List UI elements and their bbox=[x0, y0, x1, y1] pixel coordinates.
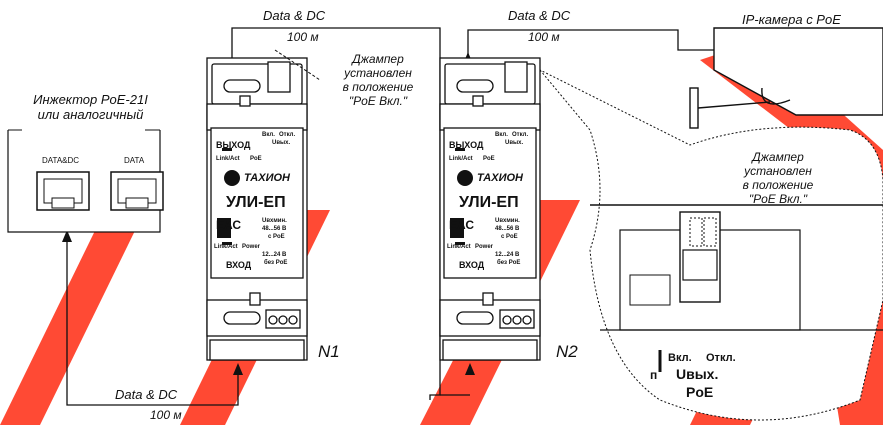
jumper-note-line1: Джампер bbox=[352, 52, 404, 66]
brand-label: ТАХИОН bbox=[477, 172, 523, 184]
poe-label: PoE bbox=[250, 156, 262, 162]
link-top2-label: Data & DC bbox=[508, 8, 571, 23]
jumper-note-line4: "PoE Вкл." bbox=[348, 94, 408, 108]
zoom-callout bbox=[539, 69, 883, 421]
v2-label: 12...24 В bbox=[262, 252, 287, 258]
injector-box bbox=[7, 129, 164, 233]
unit-n2-label: N2 bbox=[556, 342, 578, 361]
linkact-label: Link/Act bbox=[216, 156, 240, 162]
injector-port-datadc-label: DATA&DC bbox=[42, 156, 80, 165]
uout-label: Uвых. bbox=[272, 140, 291, 146]
camera-label: IP-камера с PoE bbox=[742, 12, 841, 27]
out-label: ВЫХОД bbox=[449, 140, 484, 150]
sw-on-label: Вкл. bbox=[495, 132, 508, 138]
linkact-label-2: Link/Act bbox=[214, 244, 238, 250]
ip-camera bbox=[689, 27, 883, 129]
umin-label: Uвхмин. bbox=[495, 218, 520, 224]
v2-label: 12...24 В bbox=[495, 252, 520, 258]
device-n1-body bbox=[206, 57, 308, 361]
model-label: УЛИ-ЕП bbox=[226, 194, 286, 211]
cable-injector-n1 bbox=[66, 240, 239, 406]
link-top2-length: 100 м bbox=[528, 30, 560, 44]
jumper-note-line3: в положение bbox=[342, 80, 414, 94]
jumper-note-line2: установлен bbox=[744, 164, 812, 178]
v1b-label: с PoE bbox=[268, 234, 285, 240]
jumper-note-line3: в положение bbox=[742, 178, 814, 192]
brand-label: ТАХИОН bbox=[244, 172, 290, 184]
in-label: ВХОД bbox=[226, 260, 252, 270]
power-label: Power bbox=[242, 244, 261, 250]
link-bottom-label: Data & DC bbox=[115, 387, 178, 402]
device-n2-body bbox=[439, 57, 541, 361]
zoom-poe-label: PoE bbox=[686, 384, 714, 400]
injector-port-data-label: DATA bbox=[124, 156, 145, 165]
poe-label: PoE bbox=[483, 156, 495, 162]
v1b-label: с PoE bbox=[501, 234, 518, 240]
jumper-note-n1: Джампер установлен в положение "PoE Вкл.… bbox=[318, 52, 438, 108]
jumper-note-zoom: Джампер установлен в положение "PoE Вкл.… bbox=[718, 150, 838, 206]
link-bottom-length: 100 м bbox=[150, 408, 182, 422]
v2b-label: без PoE bbox=[497, 260, 521, 266]
zoom-p-label: п bbox=[650, 368, 658, 382]
zoom-otkl-label: Откл. bbox=[706, 352, 736, 364]
sw-off-label: Откл. bbox=[279, 132, 296, 138]
linkact-label-2: Link/Act bbox=[447, 244, 471, 250]
injector-title-line2: или аналогичный bbox=[37, 107, 144, 122]
uout-label: Uвых. bbox=[505, 140, 524, 146]
sw-on-label: Вкл. bbox=[262, 132, 275, 138]
v1-label: 48...56 В bbox=[262, 226, 287, 232]
in-label: ВХОД bbox=[459, 260, 485, 270]
linkact-label: Link/Act bbox=[449, 156, 473, 162]
eac-label: ЕАС bbox=[449, 218, 475, 232]
cable-n2-camera bbox=[467, 29, 714, 60]
model-label: УЛИ-ЕП bbox=[459, 194, 519, 211]
umin-label: Uвхмин. bbox=[262, 218, 287, 224]
jumper-note-line4: "PoE Вкл." bbox=[748, 192, 808, 206]
v1-label: 48...56 В bbox=[495, 226, 520, 232]
power-label: Power bbox=[475, 244, 494, 250]
out-label: ВЫХОД bbox=[216, 140, 251, 150]
jumper-note-line1: Джампер bbox=[752, 150, 804, 164]
v2b-label: без PoE bbox=[264, 260, 288, 266]
link-top1-label: Data & DC bbox=[263, 8, 326, 23]
zoom-vkl-label: Вкл. bbox=[668, 352, 692, 364]
jumper-note-line2: установлен bbox=[344, 66, 412, 80]
link-top1-length: 100 м bbox=[287, 30, 319, 44]
unit-n1-label: N1 bbox=[318, 342, 340, 361]
zoom-uvyh-label: Uвых. bbox=[676, 366, 719, 382]
injector-title-line1: Инжектор PoE-21I bbox=[33, 92, 148, 107]
sw-off-label: Откл. bbox=[512, 132, 529, 138]
eac-label: ЕАС bbox=[216, 218, 242, 232]
